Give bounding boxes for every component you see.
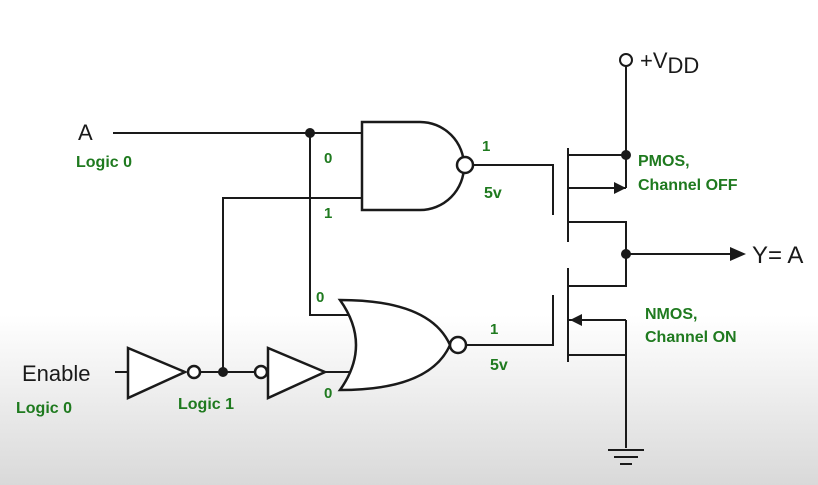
inverter-2 — [266, 346, 329, 400]
vdd-terminal — [619, 53, 633, 67]
label-pmos-line1: PMOS, — [638, 153, 690, 170]
label-nor-enable-input: 0 — [324, 385, 332, 402]
label-nand-input-top: 0 — [324, 150, 332, 167]
label-nand-output-logic: 1 — [482, 138, 490, 155]
label-output: Y= A — [752, 242, 803, 269]
output-arrow-icon — [730, 247, 746, 261]
nor-gate — [337, 298, 452, 392]
nand-gate-bubble — [455, 155, 475, 175]
label-nand-input-bottom: 1 — [324, 205, 332, 222]
nor-gate-bubble — [448, 335, 468, 355]
pmos-arrow — [614, 182, 626, 194]
label-nor-output-logic: 1 — [490, 321, 498, 338]
nmos-drain — [568, 254, 627, 287]
wire-a-to-nor — [309, 133, 350, 316]
ground-icon — [608, 449, 644, 465]
label-vdd: +VDD — [640, 48, 699, 78]
inverter-1 — [126, 346, 189, 400]
label-nor-input-top: 0 — [316, 289, 324, 306]
label-enable-logic: Logic 0 — [16, 400, 72, 417]
label-inverter-logic: Logic 1 — [178, 396, 234, 413]
wire-enable-to-nand — [222, 197, 362, 372]
label-nmos-line2: Channel ON — [645, 329, 737, 346]
nmos-source — [568, 354, 627, 448]
label-enable: Enable — [22, 361, 91, 386]
wire-nor-to-nmos-gate — [466, 295, 554, 346]
label-nor-output-voltage: 5v — [490, 357, 508, 374]
wire-nand-to-pmos-gate — [473, 164, 554, 215]
nmos-arrow — [570, 314, 582, 326]
inverter-2-input-bubble — [253, 364, 269, 380]
pmos-drain — [568, 221, 627, 254]
nand-gate — [360, 120, 466, 212]
label-nand-output-voltage: 5v — [484, 185, 502, 202]
label-nmos-line1: NMOS, — [645, 306, 697, 323]
label-pmos-line2: Channel OFF — [638, 177, 738, 194]
label-input-a: A — [78, 120, 93, 145]
label-input-a-logic: Logic 0 — [76, 154, 132, 171]
inverter-1-bubble — [186, 364, 202, 380]
